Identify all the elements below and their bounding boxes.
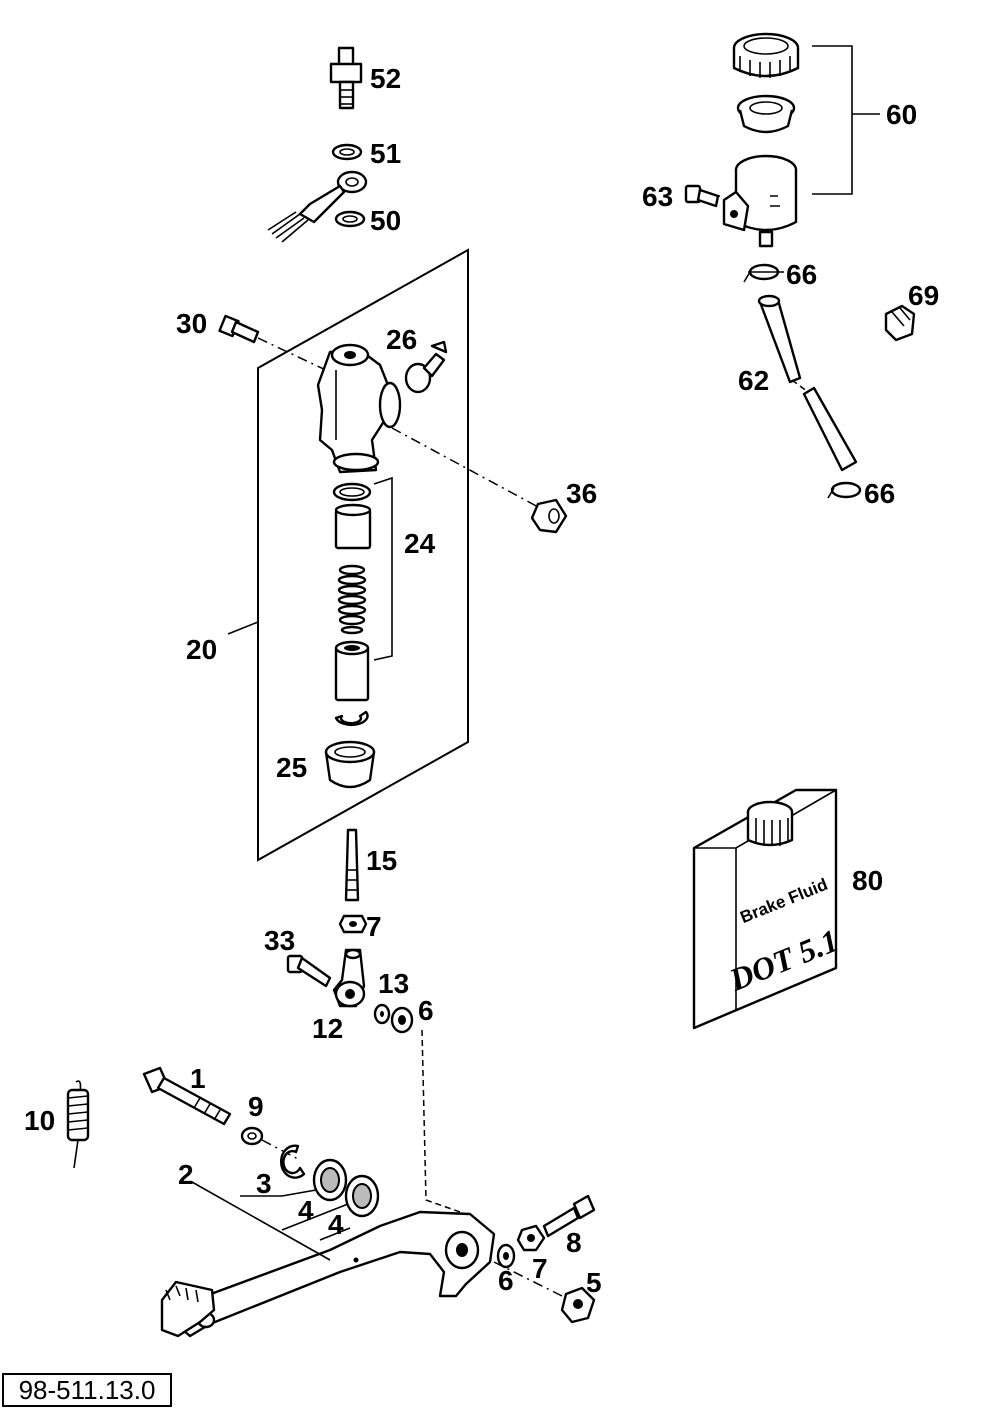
master-cylinder-body — [316, 343, 402, 474]
part-6-nut-upper — [390, 1006, 414, 1034]
callout-80: 80 — [852, 865, 883, 896]
callout-10: 10 — [24, 1105, 55, 1136]
part-15-push-rod — [344, 828, 360, 902]
part-36-cap — [530, 498, 568, 534]
callout-6-lower: 6 — [498, 1265, 514, 1296]
part-24-piston-kit — [332, 482, 372, 727]
callout-20: 20 — [186, 634, 217, 665]
part-6-washer-lower — [496, 1243, 516, 1269]
callout-7-upper: 7 — [366, 911, 382, 942]
piston-spring — [337, 564, 367, 635]
callout-52: 52 — [370, 63, 401, 94]
drawing-number: 98-511.13.0 — [2, 1373, 172, 1407]
part-4-bearings — [312, 1158, 380, 1218]
part-7-lock-nut-upper — [338, 914, 368, 934]
callout-24: 24 — [404, 528, 436, 559]
callout-labels: 52 51 50 30 26 36 24 20 25 15 7 33 13 6 … — [24, 63, 939, 1298]
part-3-circlip — [279, 1144, 306, 1179]
part-51-sealing-washer — [331, 143, 363, 161]
part-13-washer — [373, 1003, 391, 1025]
callout-2: 2 — [178, 1159, 194, 1190]
callout-7-lower: 7 — [532, 1253, 548, 1284]
callout-8: 8 — [566, 1227, 582, 1258]
part-10-return-spring — [66, 1080, 90, 1169]
part-1-pivot-bolt — [142, 1066, 232, 1126]
leader-6-axis — [421, 1029, 461, 1213]
callout-4-a: 4 — [298, 1195, 314, 1226]
part-66-hose-clamp-lower — [827, 481, 862, 499]
callout-13: 13 — [378, 968, 409, 999]
callout-4-b: 4 — [328, 1209, 344, 1240]
callout-66-upper: 66 — [786, 259, 817, 290]
reservoir-diaphragm — [736, 94, 796, 134]
part-62-hose — [757, 294, 858, 472]
assembly-20-frame — [257, 248, 469, 862]
reservoir-cap — [732, 32, 800, 78]
callout-25: 25 — [276, 752, 307, 783]
part-50-banjo-hose-fitting — [267, 170, 368, 243]
leader-1-axis — [261, 1139, 301, 1161]
leader-30-axis — [257, 337, 331, 373]
part-5-nut — [560, 1286, 596, 1324]
part-2-brake-pedal — [160, 1210, 496, 1338]
callout-51: 51 — [370, 138, 401, 169]
part-8-bolt — [542, 1194, 596, 1238]
callout-5: 5 — [586, 1267, 602, 1298]
callout-leaders — [191, 195, 784, 1261]
callout-15: 15 — [366, 845, 397, 876]
part-66-hose-clamp-upper — [743, 263, 780, 283]
bracket-60 — [812, 45, 853, 195]
part-12-clevis — [332, 948, 366, 1008]
leader-36-axis — [391, 427, 541, 509]
part-80-brake-fluid-can: Brake Fluid DOT 5.1 — [692, 788, 843, 1030]
part-9-washer — [240, 1126, 264, 1146]
part-30-screw — [218, 314, 260, 344]
part-33-bolt — [286, 954, 332, 988]
bracket-24 — [373, 476, 393, 661]
callout-66-lower: 66 — [864, 478, 895, 509]
callout-50: 50 — [370, 205, 401, 236]
hose-break-line — [791, 379, 809, 393]
callout-62: 62 — [738, 365, 769, 396]
callout-36: 36 — [566, 478, 597, 509]
callout-60: 60 — [886, 99, 917, 130]
callout-33: 33 — [264, 925, 295, 956]
callout-6-upper: 6 — [418, 995, 434, 1026]
reservoir-body — [722, 154, 798, 248]
callout-69: 69 — [908, 280, 939, 311]
part-26-elbow-connector — [404, 340, 448, 394]
callout-9: 9 — [248, 1091, 264, 1122]
callout-30: 30 — [176, 308, 207, 339]
part-69-grommet — [884, 304, 916, 342]
callout-1: 1 — [190, 1063, 206, 1094]
part-7-nut-lower — [516, 1224, 546, 1252]
callout-12: 12 — [312, 1013, 343, 1044]
part-63-screw — [684, 184, 720, 208]
callout-3: 3 — [256, 1168, 272, 1199]
part-52-brake-light-switch — [329, 46, 363, 110]
callout-26: 26 — [386, 324, 417, 355]
callout-63: 63 — [642, 181, 673, 212]
leader-5-axis — [493, 1261, 567, 1299]
part-25-dust-boot — [324, 740, 376, 789]
